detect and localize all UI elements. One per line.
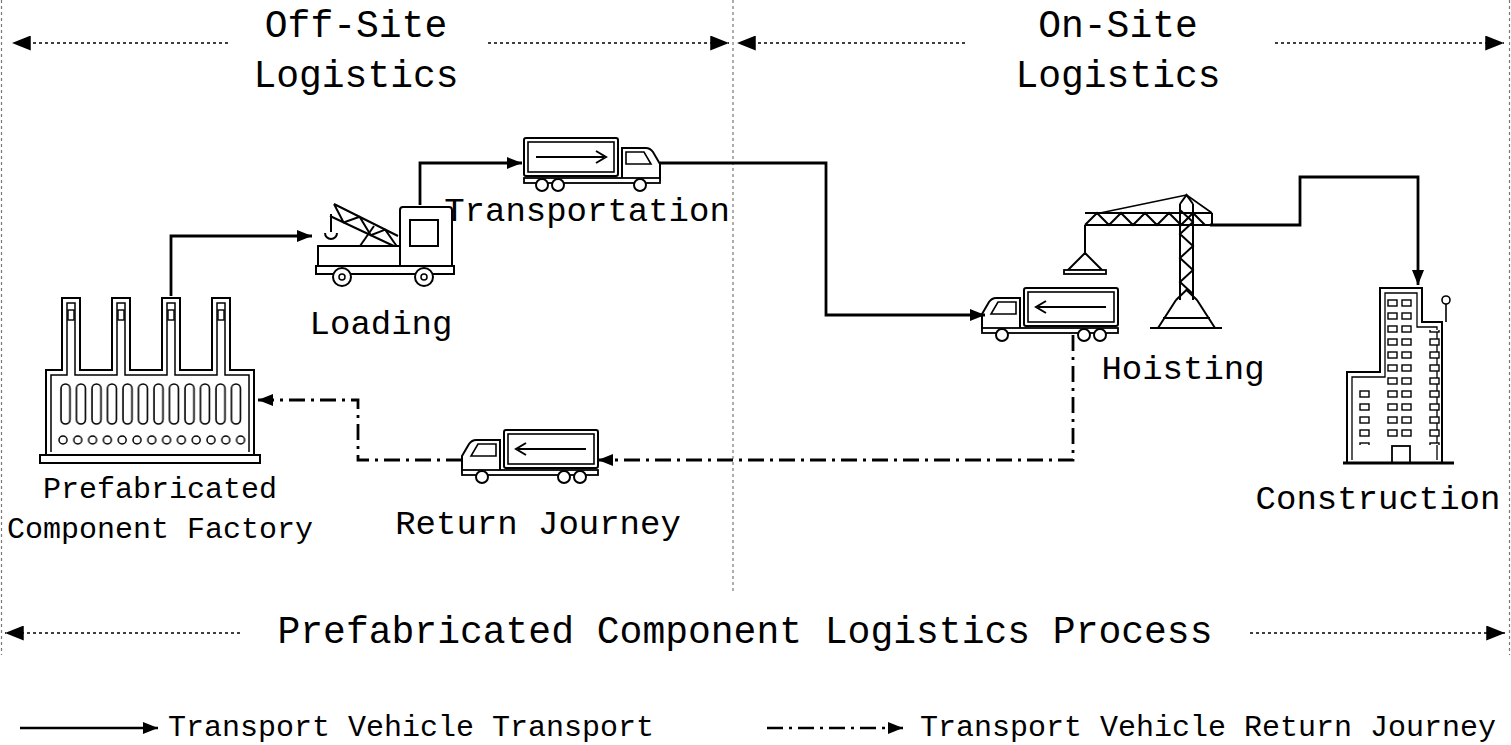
- flow-arrow: [171, 236, 312, 296]
- section-label: Off-Site Logistics: [236, 2, 476, 102]
- wheel-hub: [421, 274, 427, 280]
- icon-node: Prefabricated Component Factory: [42, 296, 258, 462]
- building-outline: [1347, 288, 1442, 463]
- return-arrow: [258, 400, 462, 460]
- span-arrow: [5, 632, 240, 633]
- legend-text: Transport Vehicle Transport: [168, 708, 654, 745]
- chimney-window: [118, 310, 124, 320]
- building-chimney: [1445, 304, 1447, 322]
- chimney-window: [68, 310, 74, 320]
- transport-truck: [524, 138, 660, 191]
- icon-node: Construction: [1347, 285, 1450, 465]
- factory-base: [40, 455, 260, 463]
- truck-bed: [318, 246, 400, 268]
- node-label: Prefabricated Component Factory: [0, 470, 320, 550]
- truck-window: [410, 220, 438, 246]
- span-arrow: [1275, 42, 1504, 43]
- building-windows: [1358, 385, 1372, 445]
- truck-wheel: [415, 268, 433, 286]
- return-arrow: [598, 335, 1073, 460]
- return-truck: [462, 430, 598, 483]
- building-chimney: [1442, 296, 1450, 304]
- flow-arrow: [1210, 177, 1418, 285]
- building-door: [1392, 446, 1410, 463]
- span-arrow: [737, 42, 965, 43]
- span-arrow: [488, 42, 729, 43]
- span-arrow: [12, 42, 228, 43]
- crane-boom: [330, 204, 398, 248]
- crane-tie: [1100, 195, 1212, 213]
- factory-dots: [56, 433, 248, 447]
- crane-spreader-bar: [1064, 270, 1106, 274]
- factory-slots: [58, 382, 244, 428]
- icon-node: Transportation: [522, 137, 660, 190]
- icon-node: Loading: [312, 205, 452, 283]
- frame-line: [1, 0, 2, 655]
- connector-layer: [171, 163, 1418, 460]
- crane-base: [1150, 290, 1222, 328]
- node-label: Construction: [1243, 480, 1511, 520]
- span-arrow: [1250, 632, 1505, 633]
- node-label: Return Journey: [388, 505, 688, 545]
- wheel-hub: [339, 274, 345, 280]
- building-inner-outline: [1352, 293, 1437, 460]
- factory-outline: [46, 298, 254, 455]
- chimney-window: [218, 310, 224, 320]
- legend-dashdot-sample: [767, 727, 903, 730]
- ground-line: [1343, 462, 1454, 465]
- crane-cable: [1084, 225, 1086, 255]
- node-label: Hoisting: [1073, 350, 1293, 390]
- building-windows: [1387, 298, 1415, 438]
- chimney-window: [168, 310, 174, 320]
- factory-inner-outline: [51, 303, 249, 452]
- icon-node: Hoisting: [985, 200, 1210, 335]
- crane-jib: [1085, 213, 1212, 225]
- node-label: Transportation: [437, 192, 737, 232]
- section-divider: [732, 0, 733, 592]
- crane-spreader: [1068, 253, 1102, 270]
- flow-arrow: [660, 163, 985, 315]
- hoisting-truck: [982, 288, 1118, 341]
- node-label: Loading: [271, 305, 491, 345]
- section-label: Prefabricated Component Logistics Proces…: [195, 608, 1295, 658]
- frame-line: [1509, 0, 1510, 655]
- section-label: On-Site Logistics: [998, 2, 1238, 102]
- building-windows: [1428, 330, 1442, 445]
- crane-hook: [325, 214, 337, 239]
- legend-solid-sample: [20, 727, 158, 730]
- boom-support: [360, 226, 374, 246]
- icon-node: Return Journey: [462, 428, 598, 482]
- legend-text: Transport Vehicle Return Journey: [920, 708, 1496, 745]
- truck-wheel: [333, 268, 351, 286]
